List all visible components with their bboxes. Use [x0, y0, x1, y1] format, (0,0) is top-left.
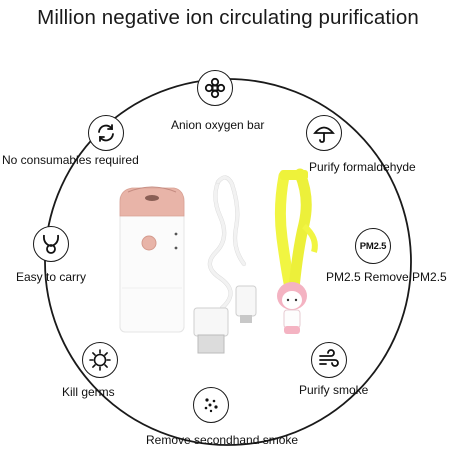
recycle-arrows-icon: [88, 115, 124, 151]
pm25-icon-text: PM2.5: [359, 240, 387, 252]
feature-label-pm25: PM2.5 Remove PM2.5: [326, 270, 447, 284]
feature-label-anion: Anion oxygen bar: [171, 118, 265, 132]
feature-label-smoke: Purify smoke: [299, 383, 369, 397]
wind-icon: [311, 342, 347, 378]
micro-usb-plug: [235, 285, 257, 317]
page-title: Million negative ion circulating purific…: [37, 6, 419, 29]
feature-label-formaldehyde: Purify formaldehyde: [309, 160, 416, 174]
air-purifier-device: [119, 186, 185, 333]
lanyard-strap: [274, 168, 318, 294]
smoke-particles-icon: [193, 387, 229, 423]
usb-cable: [207, 175, 247, 311]
feature-label-carry: Easy to carry: [16, 270, 87, 284]
feature-label-germs: Kill germs: [62, 385, 115, 399]
germ-sun-icon: [82, 342, 118, 378]
pm25-icon: PM2.5: [355, 228, 391, 264]
feature-label-secondhand: Remove secondhand smoke: [146, 433, 299, 447]
bunny-charm: [277, 282, 307, 334]
usb-plug: [193, 307, 229, 337]
anion-flower-icon: [197, 70, 233, 106]
umbrella-icon: [306, 115, 342, 151]
necklace-icon: [33, 226, 69, 262]
product-photo: [119, 168, 318, 354]
feature-label-no-consumables: No consumables required: [2, 153, 139, 167]
